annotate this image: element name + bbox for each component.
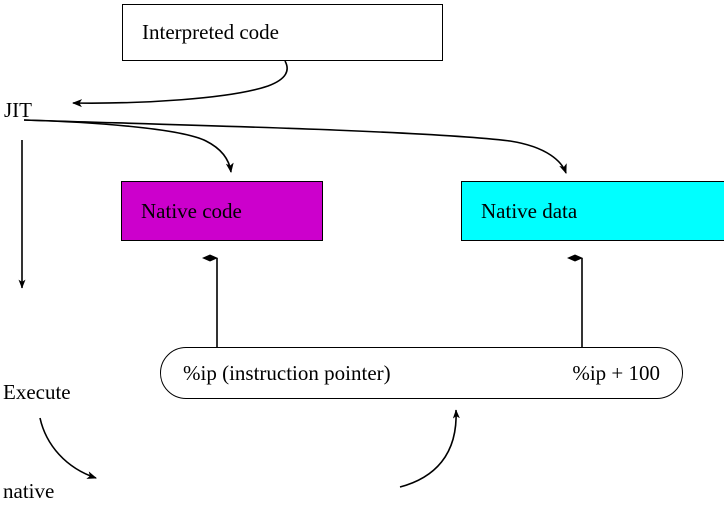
node-interpreted-code[interactable]: Interpreted code: [122, 4, 443, 61]
label-execute-line-1: Execute: [3, 380, 71, 404]
node-interpreted-code-label: Interpreted code: [142, 20, 280, 44]
node-native-data-label: Native data: [481, 198, 578, 223]
edge-jit-to-native-data: [23, 119, 567, 174]
edge-interpreted-to-jit: [72, 60, 288, 108]
node-native-data[interactable]: Native data: [461, 181, 724, 241]
label-instruction-detail: Instruction, loading data movq (100)%ip,…: [119, 459, 324, 525]
label-execute-line-2: native: [3, 479, 55, 503]
label-execute-native-instructions: Execute native instructions: [3, 310, 101, 525]
instruction-pointer-offset-label: %ip + 100: [572, 360, 660, 385]
instruction-pointer-label: %ip (instruction pointer): [183, 360, 391, 385]
edge-jit-to-native-code: [23, 119, 234, 173]
node-instruction-pointer-box[interactable]: %ip (instruction pointer) %ip + 100: [160, 347, 683, 399]
edge-execute-to-instruction: [39, 417, 97, 479]
label-jit: JIT: [4, 98, 32, 122]
node-native-code[interactable]: Native code: [121, 181, 323, 241]
node-native-code-label: Native code: [141, 198, 242, 223]
edge-instruction-to-ip: [399, 409, 460, 488]
